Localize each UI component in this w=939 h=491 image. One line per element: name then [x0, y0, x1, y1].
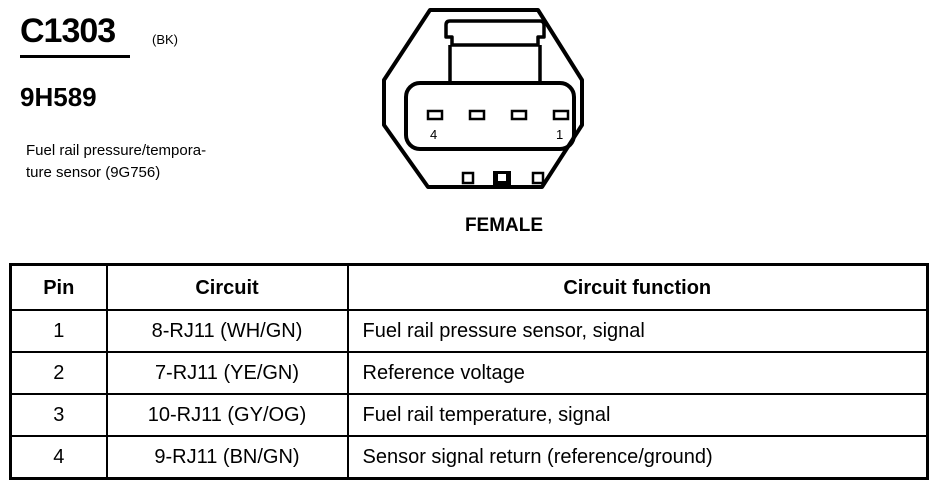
header-pin: Pin: [9, 263, 108, 311]
connector-housing: [382, 8, 584, 189]
table-row: 3 10-RJ11 (GY/OG) Fuel rail temperature,…: [9, 393, 929, 437]
header-circuit-function: Circuit function: [346, 263, 929, 311]
connector-gender-label: FEMALE: [464, 215, 544, 236]
connector-id-underline: [20, 55, 130, 58]
terminal-cavity: [404, 81, 576, 151]
cell-circuit-function: Sensor signal return (reference/ground): [346, 435, 929, 480]
cell-pin: 2: [9, 351, 108, 395]
table-row: 4 9-RJ11 (BN/GN) Sensor signal return (r…: [9, 435, 929, 480]
cell-circuit: 7-RJ11 (YE/GN): [105, 351, 349, 395]
table-row: 1 8-RJ11 (WH/GN) Fuel rail pressure sens…: [9, 309, 929, 353]
terminal-slot-4: [426, 109, 444, 121]
component-description: Fuel rail pressure/tempora- ture sensor …: [26, 140, 256, 184]
description-line-2: ture sensor (9G756): [26, 164, 161, 181]
header-circuit: Circuit: [105, 263, 349, 311]
part-number: 9H589: [20, 82, 97, 112]
pin-label-4: 4: [430, 127, 437, 142]
connector-latch: [444, 19, 546, 47]
cell-circuit-function: Fuel rail temperature, signal: [346, 393, 929, 437]
terminal-slot-3: [468, 109, 486, 121]
bottom-key-right: [531, 171, 545, 185]
pin-label-1: 1: [556, 127, 563, 142]
pin-circuit-table: Pin Circuit Circuit function 1 8-RJ11 (W…: [9, 263, 929, 480]
cell-circuit-function: Reference voltage: [346, 351, 929, 395]
bottom-key-center-inner: [498, 174, 506, 181]
table-row: 2 7-RJ11 (YE/GN) Reference voltage: [9, 351, 929, 395]
cell-circuit-function: Fuel rail pressure sensor, signal: [346, 309, 929, 353]
connector-color: (BK): [152, 32, 178, 47]
cell-pin: 1: [9, 309, 108, 353]
table-header-row: Pin Circuit Circuit function: [9, 263, 929, 311]
cell-circuit: 8-RJ11 (WH/GN): [105, 309, 349, 353]
connector-face-diagram: 4 1: [382, 8, 584, 189]
cell-pin: 4: [9, 435, 108, 480]
cell-circuit: 9-RJ11 (BN/GN): [105, 435, 349, 480]
cell-pin: 3: [9, 393, 108, 437]
terminal-slot-2: [510, 109, 528, 121]
terminal-slot-1: [552, 109, 570, 121]
description-line-1: Fuel rail pressure/tempora-: [26, 142, 207, 159]
connector-id: C1303: [20, 12, 116, 50]
bottom-key-left: [461, 171, 475, 185]
cell-circuit: 10-RJ11 (GY/OG): [105, 393, 349, 437]
